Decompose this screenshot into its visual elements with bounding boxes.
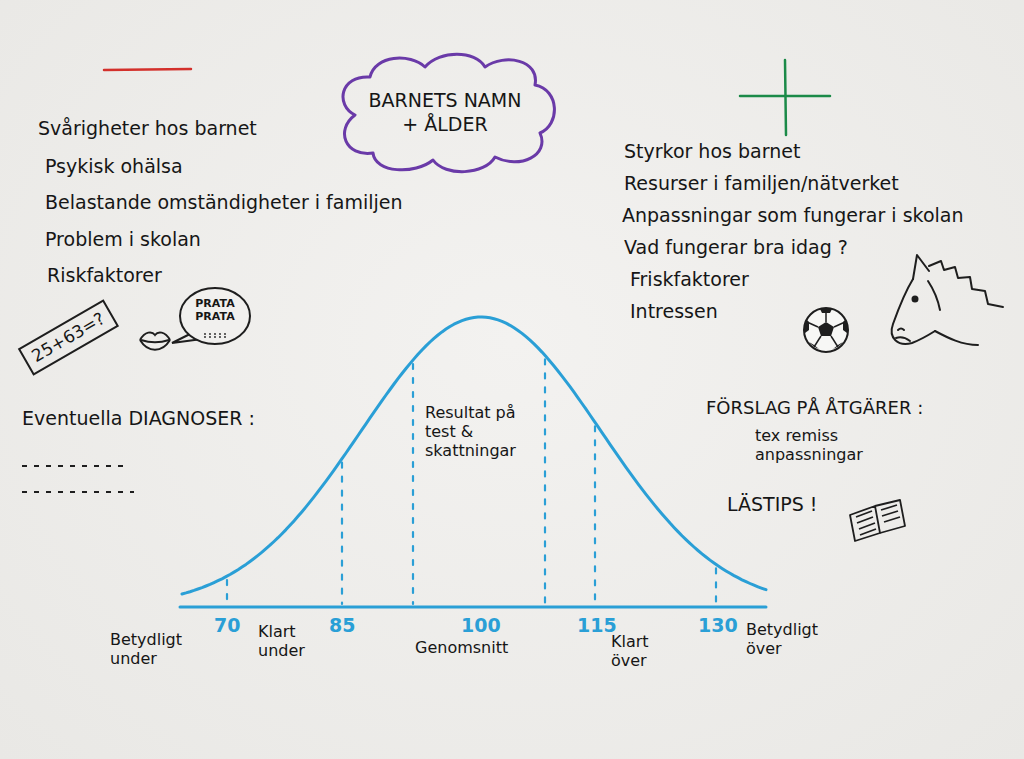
measures-note: tex remiss anpassningar [755,426,890,464]
node-text-wrap: BARNETS NAMN + ÅLDER [363,89,528,137]
reading-tips: LÄSTIPS ! [727,493,817,516]
lip-line [141,340,169,342]
football-icon [804,308,848,352]
score-marker-line [715,568,717,604]
bubble-dot [204,336,206,338]
bubble-dot [214,336,216,338]
score-marker-line [544,359,546,604]
ball-patch [809,342,819,349]
speech-bubble: PRATA PRATA [178,286,252,346]
horse-nostril [898,329,904,331]
strength-item: Styrkor hos barnet [624,140,800,163]
blank-line [22,491,134,493]
math-box: 25+63=? [18,299,119,375]
strength-item: Vad fungerar bra idag ? [624,236,848,259]
scale-number: 115 [577,614,617,637]
bubble-dot [224,333,226,335]
name-cloud: BARNETS NAMN + ÅLDER [325,45,565,180]
scale-number: 100 [461,614,501,637]
scale-number: 85 [329,614,355,637]
book-icon [850,500,905,541]
bubble-dot [209,333,211,335]
measures-heading: FÖRSLAG PÅ ÅTGÄRER : [706,397,923,419]
horse-face [892,279,935,344]
score-marker-line [412,364,414,604]
node-text-wrap: PRATA PRATA [190,298,240,323]
scale-label: Betydligt över [746,620,838,658]
axis-line [180,606,766,609]
ball-patch [818,322,834,336]
diagnosis-heading: Eventuella DIAGNOSER : [22,407,255,430]
difficulty-item: Svårigheter hos barnet [38,117,257,140]
ball-patch [820,308,832,313]
seam [831,336,838,347]
lips-icon [140,332,170,349]
ball-outline [804,308,848,352]
node-text: PRATA PRATA [190,298,240,323]
strength-item: Friskfaktorer [630,268,749,291]
difficulty-item: Belastande omständigheter i familjen [45,191,402,214]
bubble-dot [209,336,211,338]
upper-lip [140,332,170,340]
plus-bar [785,60,786,135]
bell-curve [182,317,766,594]
difficulty-item: Problem i skolan [45,228,201,251]
minus-sign [104,69,191,70]
strength-item: Intressen [630,300,718,323]
blank-line [22,465,128,467]
scale-label: Klart över [611,632,673,670]
ball-patch [805,319,809,333]
book-lines [881,505,900,522]
ball-seams [807,310,845,347]
bubble-dot [224,336,226,338]
strength-item: Resurser i familjen/nätverket [624,172,899,195]
score-marker-line [594,426,596,604]
bubble-dot [214,333,216,335]
ball-patch [833,342,843,349]
book-page [850,506,880,541]
bubble-dot [219,336,221,338]
plus-sign [740,60,830,135]
book-lines [856,511,876,535]
horse-eye [913,297,918,302]
bubble-shape [180,288,250,344]
scale-number: 70 [214,614,240,637]
bell-curve-group [182,317,766,604]
horse-neck [935,331,978,345]
results-note: Resultat på test & skattningar [425,403,537,461]
scale-label: Betydligt under [110,630,202,668]
difficulty-item: Psykisk ohälsa [45,155,183,178]
scale-label: Klart under [258,622,320,660]
horse-ear [913,255,929,279]
difficulty-item: Riskfaktorer [47,264,162,287]
bubble-dot [219,333,221,335]
node-text: 25+63=? [28,308,109,367]
strength-item: Anpassningar som fungerar i skolan [622,204,964,227]
node-text: BARNETS NAMN + ÅLDER [363,89,528,137]
node-text-wrap: 25+63=? [28,308,109,367]
seam [814,336,821,347]
score-marker-line [226,580,228,604]
ball-patch [843,319,847,333]
book-page [875,500,905,533]
horse-cheek [928,281,940,310]
scale-number: 130 [698,614,738,637]
bubble-dot [204,333,206,335]
horse-mouth [896,337,910,341]
diagnosis-blanks [22,466,134,492]
horse-icon [892,255,1003,345]
cloud-shape [343,54,554,171]
scale-label: Genomsnitt [415,638,508,657]
lower-lip [140,340,170,350]
horse-mane [929,261,1003,307]
score-marker-line [341,463,343,604]
